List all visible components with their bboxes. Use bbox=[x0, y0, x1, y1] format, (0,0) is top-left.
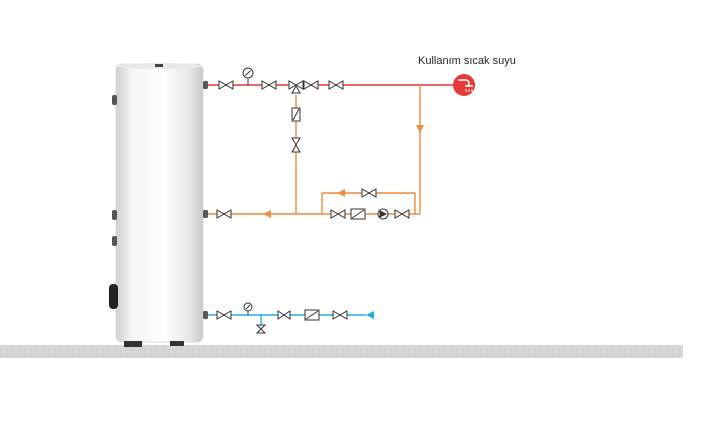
pressure-gauge-icon bbox=[242, 67, 254, 85]
strainer-icon bbox=[304, 309, 320, 321]
drain-valve-icon bbox=[255, 324, 267, 334]
tank-port bbox=[203, 81, 208, 89]
mixing-valve-icon bbox=[288, 80, 304, 94]
valve-icon bbox=[330, 209, 346, 219]
valve-icon bbox=[291, 137, 301, 153]
hot-water-tank bbox=[109, 63, 208, 347]
strainer-icon bbox=[350, 208, 366, 220]
flow-arrow-icon bbox=[337, 189, 345, 197]
valve-icon bbox=[218, 80, 234, 90]
valve-icon bbox=[328, 80, 344, 90]
valve-icon bbox=[216, 310, 232, 320]
valve-icon bbox=[332, 310, 348, 320]
valve-icon bbox=[361, 188, 377, 198]
valve-icon bbox=[216, 209, 232, 219]
strainer-icon bbox=[291, 107, 301, 122]
valve-icon bbox=[261, 80, 277, 90]
tank-port bbox=[203, 210, 208, 218]
pressure-gauge-icon bbox=[243, 302, 253, 315]
shower-icon bbox=[453, 74, 475, 96]
return-line bbox=[208, 85, 421, 215]
tank-port bbox=[112, 95, 117, 105]
pump-icon bbox=[377, 208, 389, 220]
flow-arrow-icon bbox=[416, 125, 424, 133]
flow-arrow-icon bbox=[366, 311, 374, 319]
valve-icon bbox=[303, 80, 319, 90]
flow-arrow-icon bbox=[263, 210, 271, 218]
check-valve-icon bbox=[277, 310, 291, 320]
floor bbox=[0, 345, 683, 358]
tank-port bbox=[112, 210, 117, 220]
tank-port bbox=[203, 311, 208, 319]
tank-port bbox=[112, 236, 117, 246]
tank-flange bbox=[109, 284, 118, 309]
check-valve-icon bbox=[394, 209, 410, 219]
outlet-label: Kullanım sıcak suyu bbox=[418, 55, 516, 67]
